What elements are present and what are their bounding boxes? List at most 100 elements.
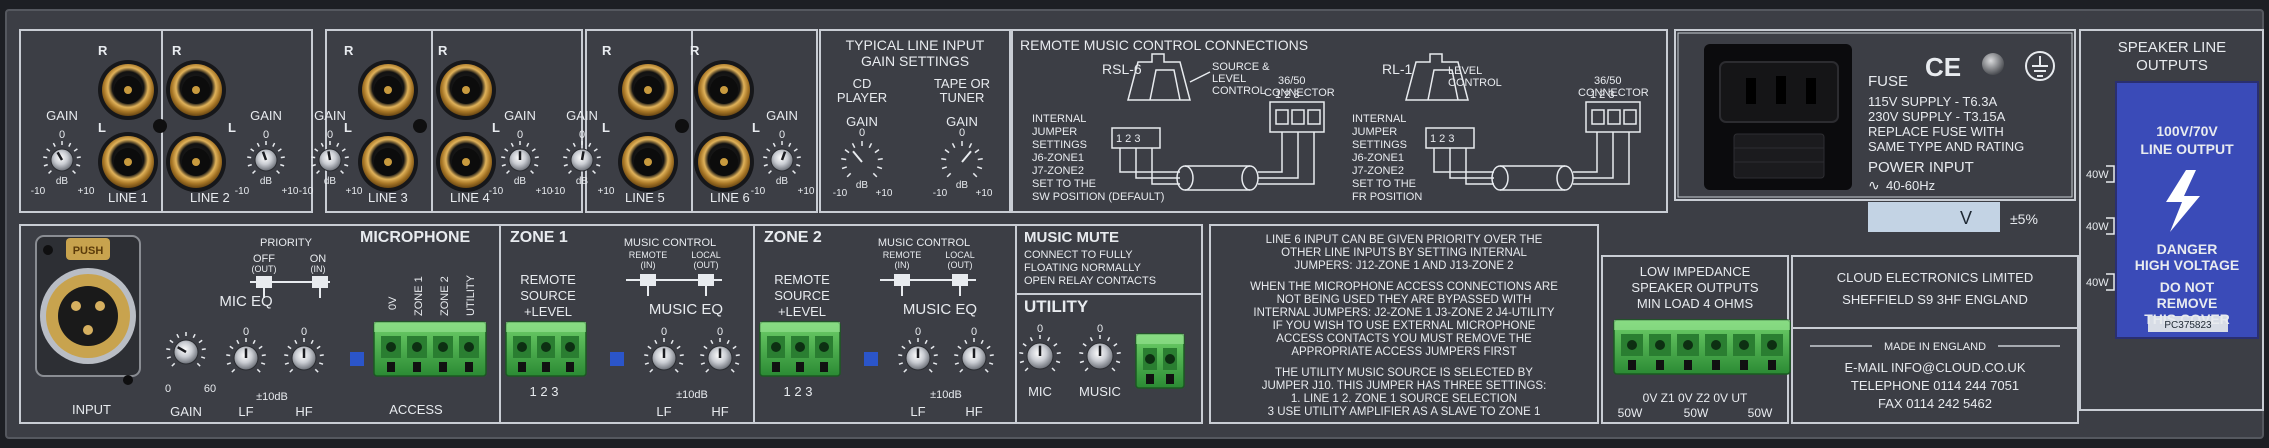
rca-jack-line-5[interactable] (618, 132, 678, 192)
zone1-hf-knob-zero-label: 0 (717, 326, 723, 338)
line-4-gain-knob[interactable]: 0 (501, 129, 539, 174)
access-terminal[interactable] (373, 321, 487, 377)
rca-jack-line-2[interactable] (166, 60, 226, 120)
xlr-mic-input[interactable] (35, 235, 141, 385)
line-6-gain-knob[interactable]: 0 (763, 129, 801, 174)
maker-telephone: TELEPHONE 0114 244 7051 (1851, 378, 2019, 393)
mic-input-label: INPUT (72, 402, 111, 417)
music-mute-title: MUSIC MUTE (1024, 229, 1119, 246)
rsl6-pin-numbers: 1 2 3 (1116, 133, 1140, 145)
rsl6-jumper-6: SET TO THE (1032, 178, 1096, 190)
access-col-0v: 0V (387, 296, 399, 310)
rca-jack-line-5[interactable] (618, 60, 678, 120)
utility-music-knob[interactable]: 0 (1079, 323, 1121, 372)
zone2-hf: HF (965, 404, 982, 419)
rl1-jumper-5: J7-ZONE2 (1352, 165, 1404, 177)
zone2-hf-knob[interactable]: 0 (954, 326, 994, 373)
line-gain-labels: GAIN-10+10dB (235, 108, 299, 197)
typ-max-label: +10 (976, 188, 993, 199)
watt-label-3: 40W (2086, 277, 2109, 289)
priority-label: PRIORITY (260, 237, 313, 249)
watt-label-1: 40W (2086, 169, 2109, 181)
line-2-gain-knob[interactable]: 0 (247, 129, 285, 174)
rsl6-label: RSL-6 (1102, 61, 1142, 77)
zone1-hf-knob[interactable]: 0 (700, 326, 740, 373)
rca-jack-line-2[interactable] (166, 132, 226, 192)
zone2-lf: LF (910, 404, 925, 419)
gain-label: GAIN (504, 108, 536, 123)
rca-jack-line-3[interactable] (358, 132, 418, 192)
iec-power-inlet[interactable] (1704, 44, 1852, 190)
cd-gain-diagram: 0-10+10dB (833, 127, 893, 199)
gain-label: GAIN (566, 108, 598, 123)
line4-label: LINE 4 (450, 190, 490, 205)
rca-jack-line-4[interactable] (436, 132, 496, 192)
zone1-remote-2: (IN) (641, 260, 656, 270)
line-1-gain-knob[interactable]: 0 (43, 129, 81, 174)
note-3-line-2: JUMPER J10. THIS JUMPER HAS THREE SETTIN… (1262, 380, 1547, 392)
access-col-utility: UTILITY (465, 274, 477, 316)
line-gain-labels: GAIN-10+10dB (31, 108, 95, 197)
typ-max-label: +10 (876, 188, 893, 199)
tape-label-1: TAPE OR (934, 76, 990, 91)
music-mute-terminal[interactable] (1135, 333, 1185, 389)
note-1-line-2: OTHER LINE INPUTS BY SETTING INTERNAL (1281, 247, 1527, 259)
low-impedance-terminal[interactable] (1613, 319, 1791, 375)
line4-r-label: R (438, 43, 448, 58)
rca-jack-line-1[interactable] (98, 60, 158, 120)
rca-jack-line-6[interactable] (694, 60, 754, 120)
zone2-music-control-switch[interactable] (880, 274, 976, 296)
rca-jack-line-4[interactable] (436, 60, 496, 120)
gain-max-label: +10 (536, 186, 553, 197)
rca-jack-line-6[interactable] (694, 132, 754, 192)
mic-led (350, 352, 364, 366)
speaker-title-1: SPEAKER LINE (2118, 39, 2226, 56)
priority-off-2: (OUT) (252, 264, 277, 274)
maker-address: SHEFFIELD S9 3HF ENGLAND (1842, 292, 2028, 307)
cover-label-3: THIS COVER (2144, 311, 2230, 327)
line-5-gain-knob[interactable]: 0 (563, 129, 601, 174)
mic-hf-knob[interactable]: 0 (284, 326, 324, 373)
zone2-lf-knob[interactable]: 0 (898, 326, 938, 373)
zone2-title: ZONE 2 (764, 229, 822, 246)
typical-gain-title-2: GAIN SETTINGS (861, 53, 969, 69)
ground-icon (2025, 51, 2055, 81)
mic-lf-knob[interactable]: 0 (226, 326, 266, 373)
utility-music-knob-zero-label: 0 (1097, 323, 1103, 335)
cover-label-2: REMOVE (2157, 295, 2218, 311)
zone1-remote-terminal[interactable] (505, 321, 587, 377)
line2-r-label: R (172, 43, 182, 58)
zone2-remote-terminal[interactable] (759, 321, 841, 377)
tape-gain-diagram: 0-10+10dB (933, 127, 993, 199)
mic-gain-knob[interactable] (166, 332, 206, 367)
fuse-line-3: REPLACE FUSE WITH (1868, 124, 2004, 139)
mic-gain-max: 60 (204, 383, 216, 395)
speaker-output-cover (2115, 81, 2259, 339)
zone2-music-eq: MUSIC EQ (903, 301, 977, 318)
mic-lf-label: LF (238, 404, 253, 419)
note-2-line-6: APPROPRIATE ACCESS JUMPERS FIRST (1291, 346, 1516, 358)
zone2-local-2: (OUT) (948, 260, 973, 270)
zone1-music-control-switch[interactable] (626, 274, 722, 296)
zone2-lf-knob-zero-label: 0 (915, 326, 921, 338)
gain-max-label: +10 (282, 186, 299, 197)
remote-music-title: REMOTE MUSIC CONTROL CONNECTIONS (1020, 37, 1308, 53)
low-imp-pins: 0V Z1 0V Z2 0V UT (1643, 391, 1748, 405)
zone1-lf-knob[interactable]: 0 (644, 326, 684, 373)
zone2-music-control: MUSIC CONTROL (878, 237, 970, 249)
gain-db-label: dB (776, 176, 789, 187)
priority-switch[interactable] (250, 276, 330, 298)
line-2-gain-knob-zero-label: 0 (263, 129, 269, 141)
note-2-line-4: IF YOU WISH TO USE EXTERNAL MICROPHONE (1273, 320, 1536, 332)
line4-l-label: L (492, 120, 500, 135)
line1-r-label: R (98, 43, 108, 58)
zone2-remote-source-2: SOURCE (774, 288, 830, 303)
rca-jack-line-3[interactable] (358, 60, 418, 120)
rsl6-jumper-1: INTERNAL (1032, 113, 1086, 125)
rca-jack-line-1[interactable] (98, 132, 158, 192)
utility-mic-knob[interactable]: 0 (1019, 323, 1061, 372)
gain-label: GAIN (250, 108, 282, 123)
gain-min-label: -10 (31, 186, 46, 197)
line-3-gain-knob[interactable]: 0 (311, 129, 349, 174)
gain-db-label: dB (514, 176, 527, 187)
